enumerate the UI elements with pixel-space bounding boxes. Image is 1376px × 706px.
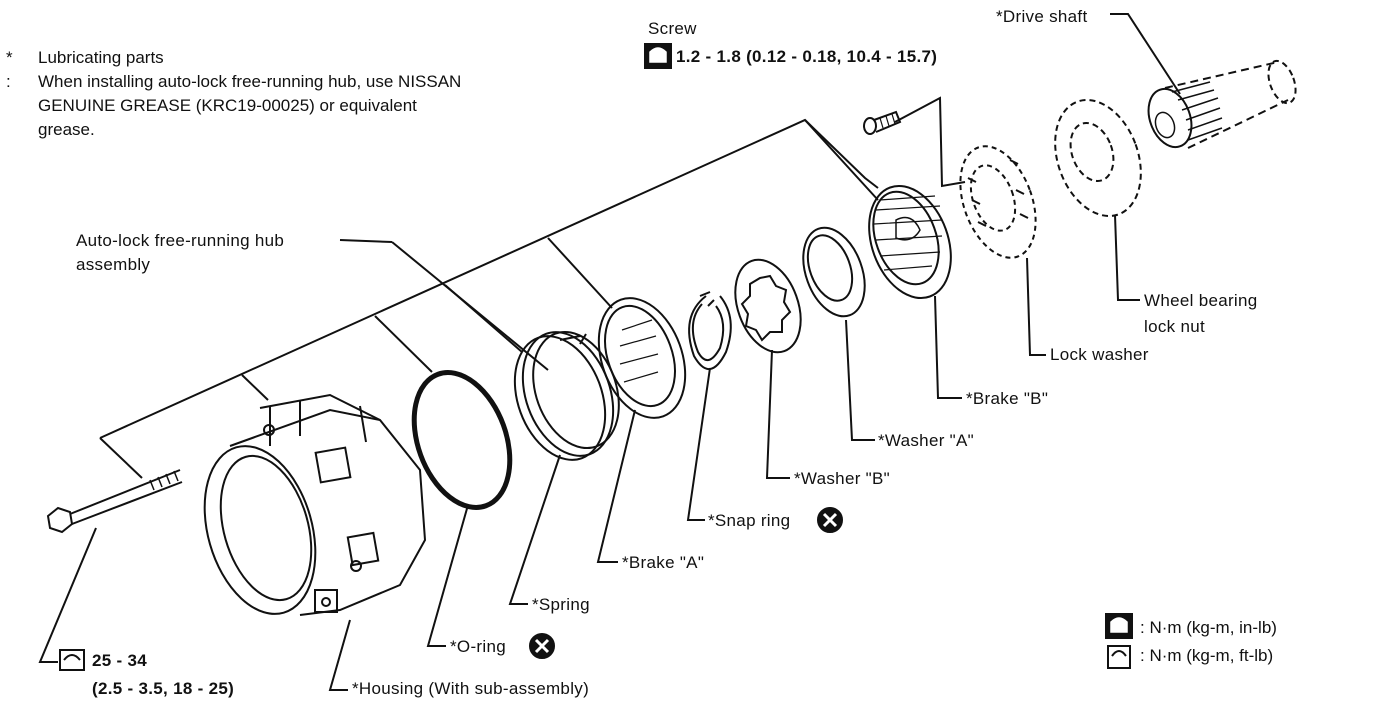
housing [203,393,427,616]
leader-housing-tick [241,374,269,401]
washer-b-leader [765,349,790,479]
legend-torque-inlb-icon [1105,613,1133,639]
hub-assembly-label: Auto-lock free-running hub [76,231,285,250]
washer-a-label: *Washer "A" [878,431,974,450]
brake-b-leader [934,295,962,399]
leader-oring-tick [374,315,433,373]
o-ring-label: *O-ring [450,637,506,656]
wheel-nut-leader [1114,214,1140,301]
hub-bolt [46,469,183,534]
replace-part-icon [817,507,843,533]
bolt-torque-label: 25 - 34 [92,651,148,670]
washer-a [802,226,866,318]
brake-b-label: *Brake "B" [966,389,1049,408]
wheel-bearing-lock-nut [1054,98,1142,218]
hub-assembly-label-2: assembly [76,255,151,274]
bolt-torque-label-2: (2.5 - 3.5, 18 - 25) [92,679,235,698]
hub-leader-line [339,239,393,243]
legend-torque-ftlb-icon [1107,645,1131,669]
note-line: Lubricating parts [38,48,164,67]
leader-brakea-tick [547,237,613,309]
lock-washer [959,145,1037,259]
screw-label: Screw [648,19,697,38]
wheel-bearing-lock-nut-label: Wheel bearing [1144,291,1258,310]
legend-ftlb: : N·m (kg-m, ft-lb) [1140,646,1274,665]
spring-leader [508,454,561,605]
screw-leader [894,96,966,188]
lock-washer-label: Lock washer [1050,345,1149,364]
washer-b [734,258,802,354]
spring [513,330,620,461]
brake-b [868,184,952,300]
o-ring [411,370,513,510]
assembly-bracket-line [99,118,879,439]
replace-part-icon [529,633,555,659]
brake-a-leader [596,409,636,563]
drive-shaft-label: *Drive shaft [996,7,1088,26]
drive-shaft [1147,59,1297,149]
snap-ring-leader [686,367,711,521]
note-marker: * : [6,48,13,91]
snap-ring [688,291,732,370]
wheel-bearing-lock-nut-label-2: lock nut [1144,317,1205,336]
brake-a [597,297,687,419]
housing-label: *Housing (With sub-assembly) [352,679,590,698]
note-line: GENUINE GREASE (KRC19-00025) or equivale… [38,96,417,115]
washer-b-label: *Washer "B" [794,469,890,488]
torque-wrench-icon [59,649,85,671]
assembly-bracket-lower [99,437,143,479]
note-line: When installing auto-lock free-running h… [38,72,462,91]
leader-spring-tick [444,284,523,353]
snap-ring-label: *Snap ring [708,511,791,530]
torque-wrench-icon [644,43,672,69]
screw-torque-label: 1.2 - 1.8 (0.12 - 0.18, 10.4 - 15.7) [676,47,938,66]
o-ring-leader [426,504,469,647]
spring-label: *Spring [532,595,590,614]
leader-brakeb-tick [804,119,879,201]
washer-a-leader [845,319,875,441]
screw [863,110,902,135]
housing-leader [328,619,351,691]
bolt-leader [38,527,97,663]
brake-a-label: *Brake "A" [622,553,705,572]
legend-inlb: : N·m (kg-m, in-lb) [1140,618,1277,637]
note-line: grease. [38,120,95,139]
drive-shaft-leader [1110,13,1181,95]
lock-washer-leader [1026,257,1046,356]
